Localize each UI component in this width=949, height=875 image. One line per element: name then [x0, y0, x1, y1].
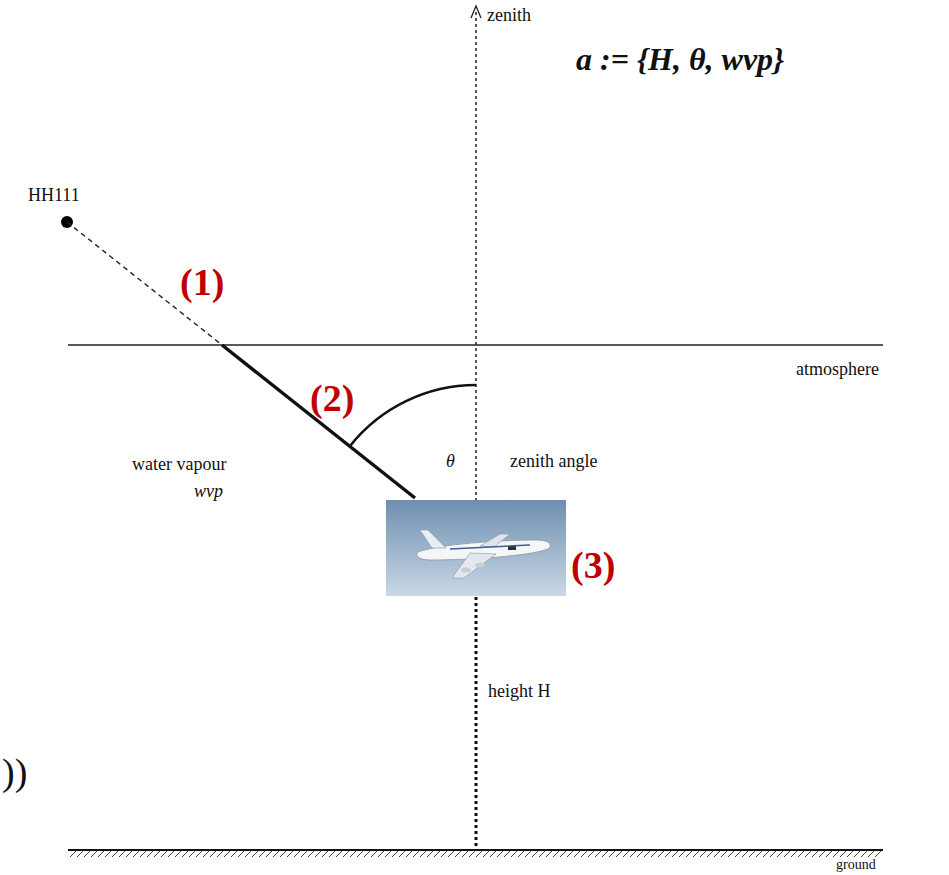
angle-symbol: θ [446, 452, 455, 472]
parameter-set: a := {H, θ, wvp} [576, 42, 784, 77]
height-label: height H [488, 682, 551, 702]
ray-solid [222, 345, 415, 498]
partial-text: )) [2, 752, 27, 794]
layer-label: atmosphere [796, 360, 879, 380]
ground-line [68, 849, 883, 851]
angle-arc [350, 385, 476, 446]
axis-label: zenith [487, 6, 531, 26]
source-name: HH111 [28, 186, 80, 206]
callout-number: (3) [571, 545, 615, 587]
medium-label: water vapour [132, 455, 226, 475]
medium-symbol: wvp [194, 482, 223, 502]
zenith-arrowhead [471, 6, 481, 18]
zenith-axis [475, 12, 477, 500]
ground-hatching [70, 851, 881, 857]
callout-number: (1) [180, 262, 224, 304]
angle-label: zenith angle [510, 452, 597, 472]
airplane-picture [386, 500, 566, 596]
height-line [475, 597, 478, 850]
atmosphere-line [68, 344, 883, 345]
ground-label: ground [836, 858, 876, 872]
callout-number: (2) [310, 378, 354, 420]
